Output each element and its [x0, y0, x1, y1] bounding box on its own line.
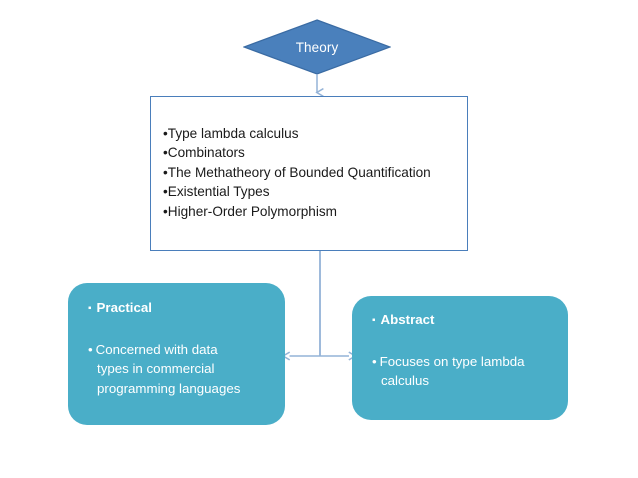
list-item: •Higher-Order Polymorphism	[163, 202, 459, 221]
square-bullet-icon: ▪	[372, 314, 376, 326]
list-item-label: Existential Types	[167, 184, 270, 200]
list-item: •The Methatheory of Bounded Quantificati…	[163, 163, 459, 182]
round-bullet-icon: •	[88, 341, 93, 357]
bullet-icon: •	[163, 145, 168, 161]
abstract-heading: ▪ Abstract	[372, 311, 556, 330]
practical-body: •Concerned with data types in commercial…	[88, 340, 273, 399]
abstract-branch-box[interactable]: ▪ Abstract •Focuses on type lambda calcul…	[352, 296, 568, 420]
bullet-icon: •	[163, 203, 168, 219]
list-item-label: Type lambda calculus	[167, 126, 299, 141]
practical-heading: ▪ Practical	[88, 299, 273, 318]
abstract-body-line: Focuses on type lambda	[379, 353, 525, 369]
practical-content: ▪ Practical •Concerned with data types in…	[88, 299, 273, 398]
list-item-label: Combinators	[167, 145, 245, 161]
square-bullet-icon: ▪	[88, 302, 92, 314]
practical-body-line: types in commercial	[97, 361, 215, 376]
list-item-label: Higher-Order Polymorphism	[167, 203, 337, 219]
round-bullet-icon: •	[372, 353, 377, 369]
abstract-body: •Focuses on type lambda calculus	[372, 352, 556, 391]
bullet-icon: •	[163, 164, 168, 180]
topics-box[interactable]: •Type lambda calculus •Combinators •The …	[150, 96, 468, 251]
practical-body-line: Concerned with data	[95, 341, 218, 357]
theory-diamond-label: Theory	[295, 39, 339, 55]
list-item-label: The Methatheory of Bounded Quantificatio…	[167, 164, 431, 180]
practical-branch-box[interactable]: ▪ Practical •Concerned with data types in…	[68, 283, 285, 425]
list-item: •Existential Types	[163, 182, 459, 201]
list-item: •Combinators	[163, 143, 459, 162]
abstract-heading-label: Abstract	[380, 312, 435, 327]
practical-body-line: programming languages	[97, 380, 241, 396]
theory-diamond-node[interactable]: Theory	[243, 19, 391, 75]
list-item: •Type lambda calculus	[163, 124, 459, 143]
topics-list: •Type lambda calculus •Combinators •The …	[163, 124, 459, 221]
bullet-icon: •	[163, 126, 168, 141]
practical-heading-label: Practical	[96, 300, 152, 315]
abstract-body-line: calculus	[381, 373, 430, 388]
bullet-icon: •	[163, 184, 168, 200]
abstract-content: ▪ Abstract •Focuses on type lambda calcul…	[372, 311, 556, 391]
